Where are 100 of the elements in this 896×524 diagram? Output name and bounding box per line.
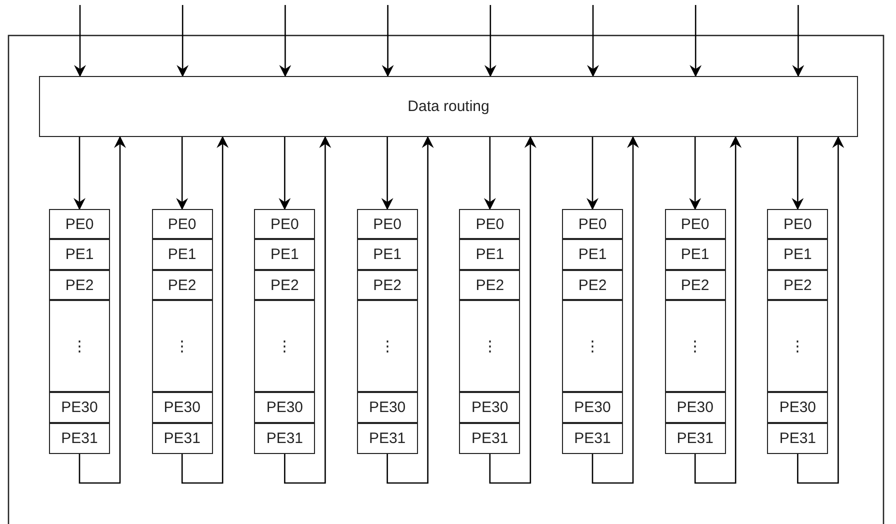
element-label: PE30 <box>574 400 611 415</box>
element-label: PE2 <box>680 278 710 292</box>
processing-element-cell <box>356 392 418 423</box>
element-label: PE31 <box>266 431 304 446</box>
element-label: PE0 <box>476 216 504 232</box>
arrow <box>386 136 434 484</box>
element-label: PE30 <box>779 400 816 415</box>
processing-element-cell <box>356 300 418 392</box>
processing-element-cell <box>562 239 623 270</box>
arrow <box>484 5 496 77</box>
processing-element-cell <box>459 239 520 270</box>
processing-element-cell <box>459 209 520 239</box>
processing-element-cell <box>254 270 316 300</box>
processing-element-cell <box>767 392 828 423</box>
arrow <box>181 136 229 484</box>
processing-element-cell <box>254 392 316 423</box>
processing-element-cell <box>49 300 110 392</box>
processing-element-cell <box>152 423 213 454</box>
processing-element-cell <box>562 270 623 300</box>
element-label: PE0 <box>168 216 196 232</box>
element-label: PE2 <box>373 278 402 292</box>
processing-element-cell <box>562 300 623 392</box>
processing-element-cell <box>356 239 418 270</box>
arrow <box>381 137 394 210</box>
arrow <box>176 137 188 210</box>
arrow <box>797 136 844 484</box>
element-label: PE30 <box>368 400 406 415</box>
element-label: ⋮ <box>380 338 395 354</box>
arrow <box>792 137 804 210</box>
arrow <box>484 137 496 210</box>
element-label: PE30 <box>164 400 200 415</box>
arrow <box>689 137 702 210</box>
element-label: ⋮ <box>482 338 498 354</box>
processing-element-cell <box>767 423 828 454</box>
element-label: PE30 <box>676 400 714 415</box>
element-label: ⋮ <box>174 338 190 354</box>
element-label: PE1 <box>373 247 402 262</box>
arrow <box>278 137 291 210</box>
processing-element-cell <box>767 209 828 239</box>
processing-element-cell <box>459 392 520 423</box>
processing-element-cell <box>49 423 110 454</box>
arrow <box>74 137 86 210</box>
arrow <box>489 136 536 484</box>
arrow <box>176 5 189 77</box>
processing-element-cell <box>254 423 316 454</box>
element-label: ⋮ <box>688 338 703 354</box>
element-label: PE2 <box>168 278 196 292</box>
element-label: PE30 <box>61 400 98 415</box>
processing-element-cell <box>152 239 213 270</box>
processing-element-cell <box>254 300 316 392</box>
element-label: PE0 <box>578 216 607 232</box>
element-label: ⋮ <box>790 338 806 354</box>
processing-element-cell <box>254 209 316 239</box>
arrow <box>284 136 332 484</box>
element-label: PE1 <box>65 247 94 262</box>
processing-element-cell <box>49 270 110 300</box>
element-label: PE2 <box>476 278 504 292</box>
processing-element-cell <box>562 423 623 454</box>
element-label: ⋮ <box>585 338 600 354</box>
element-label: ⋮ <box>72 338 87 354</box>
processing-element-cell <box>254 239 316 270</box>
routing-label: Data routing <box>408 99 490 114</box>
element-label: PE0 <box>784 216 812 232</box>
element-label: PE1 <box>680 247 710 262</box>
processing-element-cell <box>562 392 623 423</box>
processing-element-cell <box>459 423 520 454</box>
element-label: PE1 <box>168 247 196 262</box>
arrow <box>78 136 126 484</box>
processing-element-cell <box>49 392 110 423</box>
routing-box <box>39 76 858 137</box>
processing-element-cell <box>459 270 520 300</box>
element-label: ⋮ <box>277 338 292 354</box>
processing-element-cell <box>664 239 726 270</box>
processing-element-cell <box>356 270 418 300</box>
processing-element-cell <box>664 423 726 454</box>
processing-element-cell <box>459 300 520 392</box>
element-label: PE31 <box>61 431 98 446</box>
processing-element-cell <box>664 270 726 300</box>
element-label: PE0 <box>373 216 402 232</box>
processing-element-cell <box>152 300 213 392</box>
element-label: PE31 <box>368 431 406 446</box>
element-label: PE1 <box>578 247 607 262</box>
element-label: PE1 <box>784 247 812 262</box>
processing-element-cell <box>49 209 110 239</box>
processing-element-cell <box>152 209 213 239</box>
element-label: PE30 <box>472 400 508 415</box>
processing-element-cell <box>49 239 110 270</box>
processing-element-cell <box>767 270 828 300</box>
element-label: PE31 <box>779 431 816 446</box>
element-label: PE0 <box>65 216 94 232</box>
arrow <box>592 136 639 484</box>
arrow <box>690 5 702 77</box>
element-label: PE31 <box>574 431 611 446</box>
processing-element-cell <box>664 392 726 423</box>
element-label: PE2 <box>270 278 299 292</box>
processing-element-cell <box>664 209 726 239</box>
processing-element-cell <box>356 209 418 239</box>
element-label: PE31 <box>472 431 508 446</box>
processing-element-cell <box>767 300 828 392</box>
processing-element-cell <box>356 423 418 454</box>
